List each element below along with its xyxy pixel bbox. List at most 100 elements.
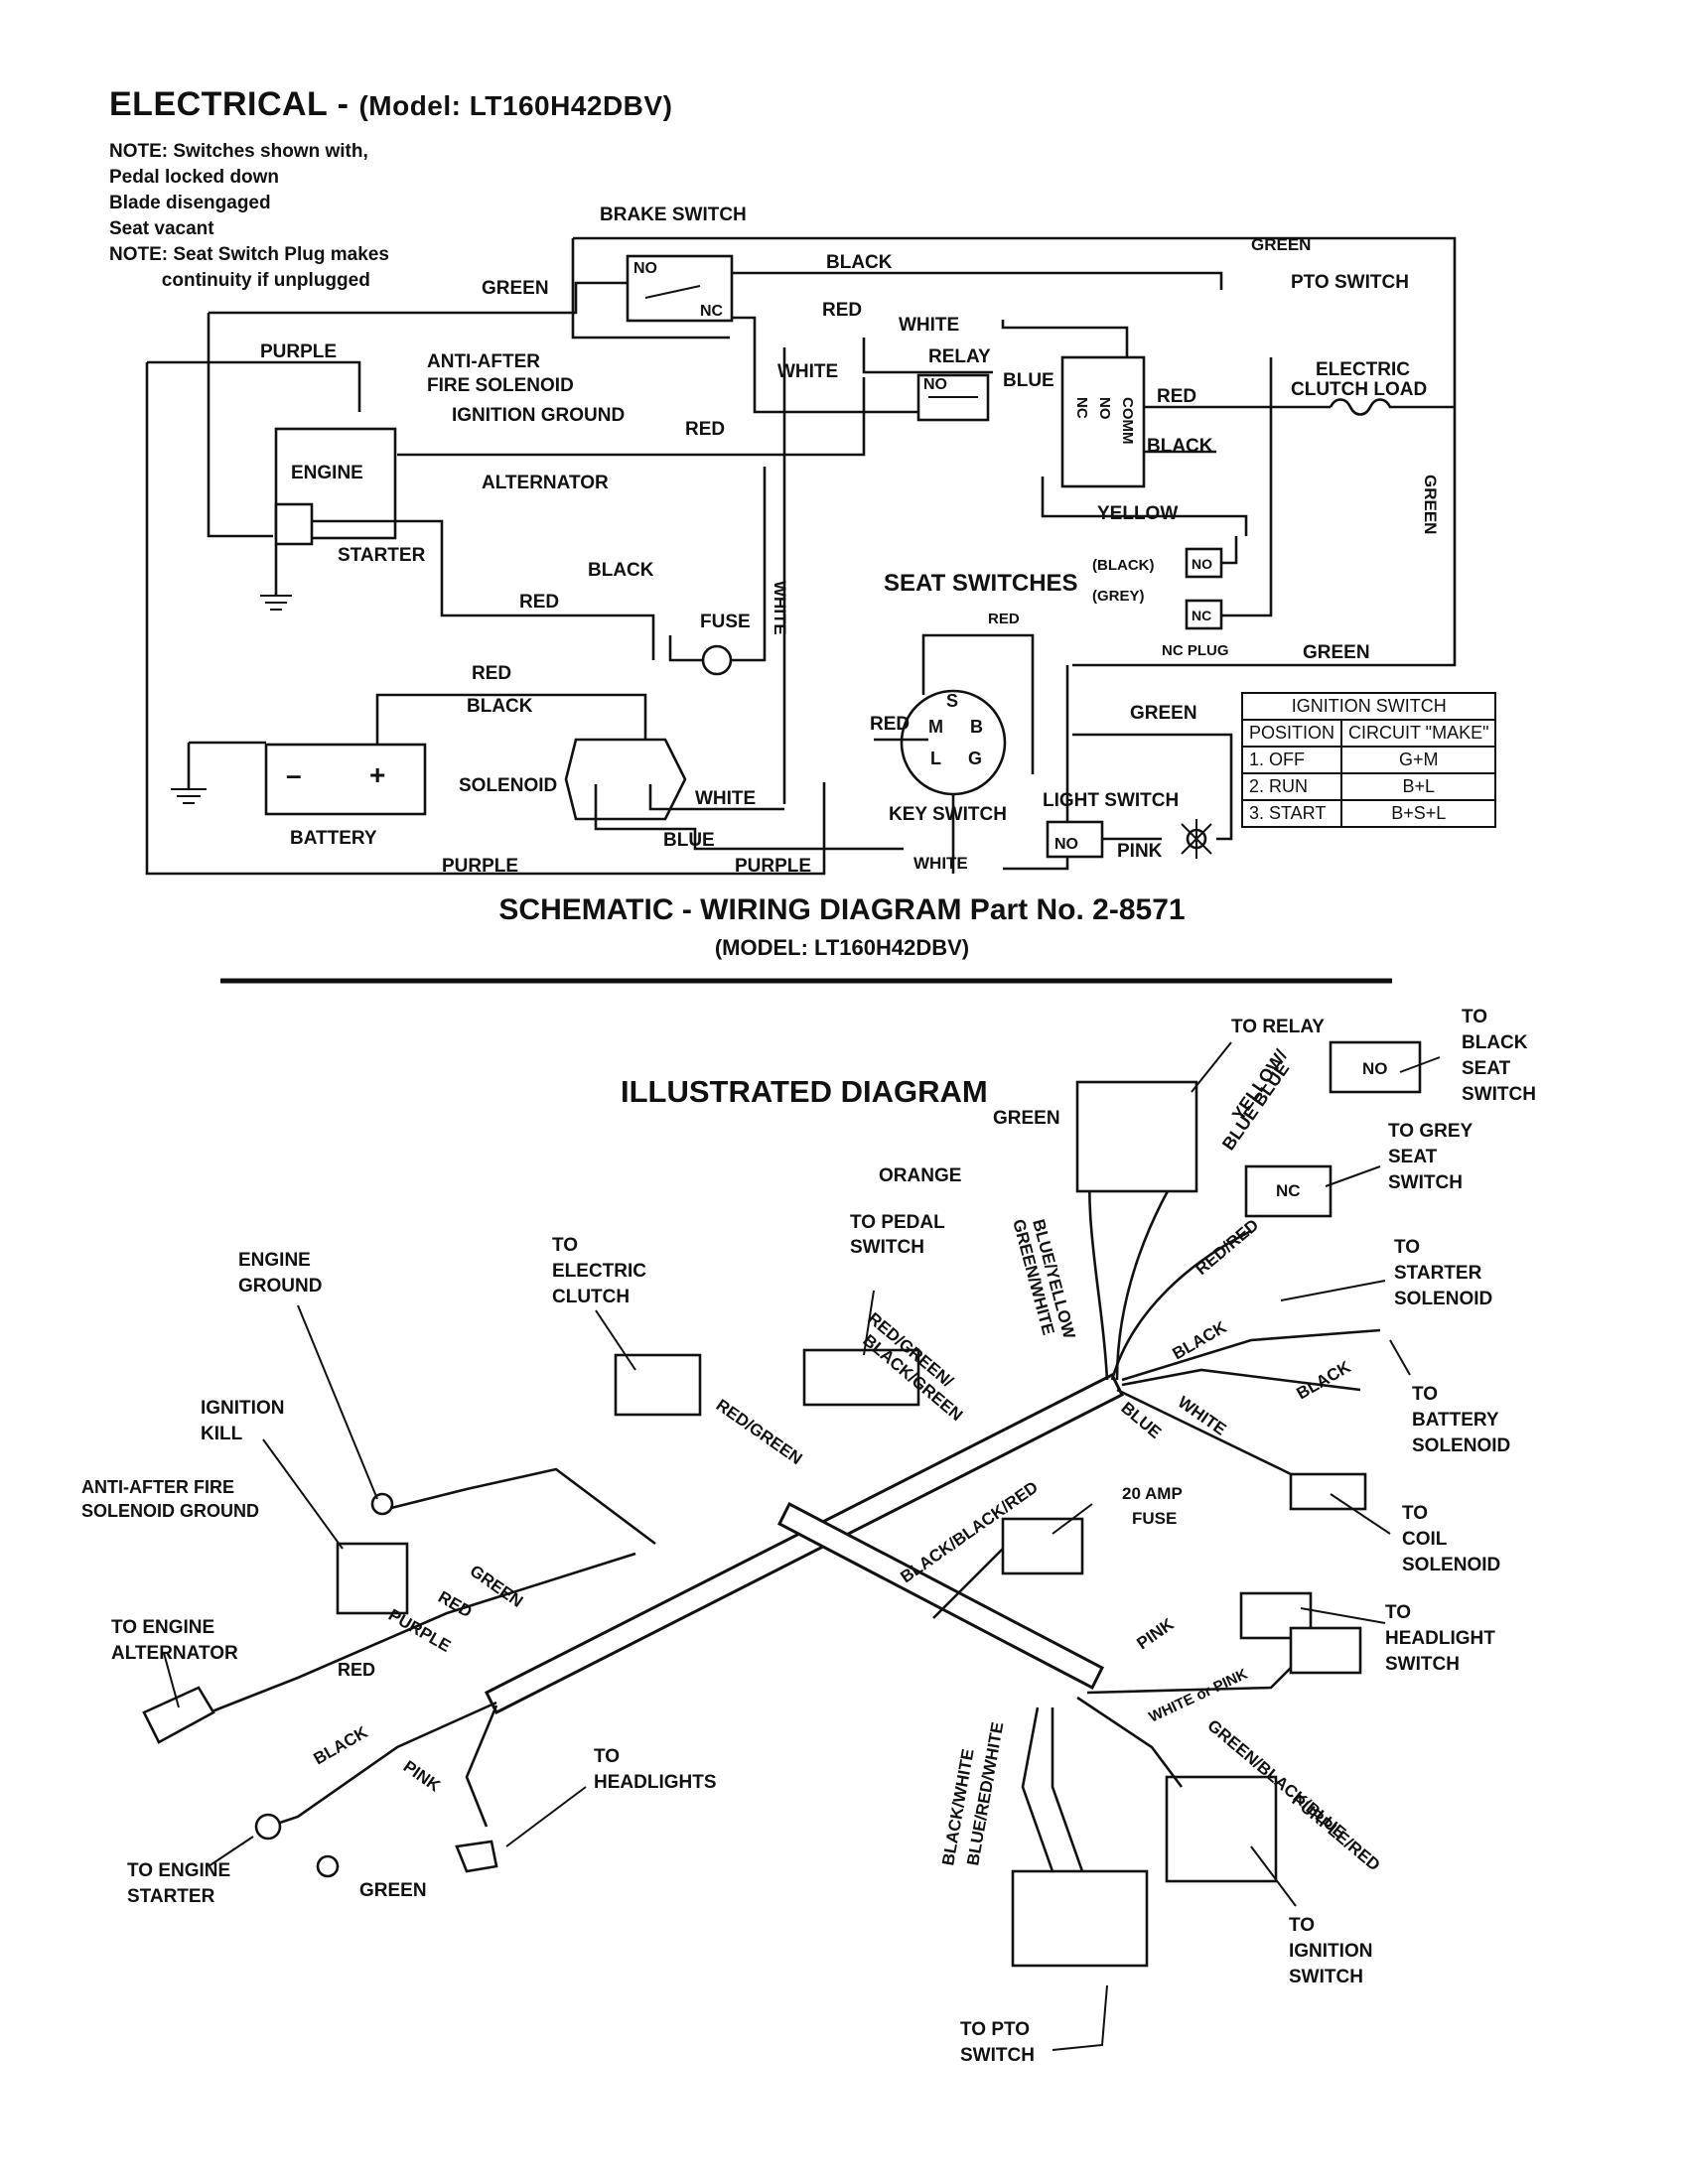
headlight-sw-connector-2 [1289, 1626, 1362, 1675]
engine-starter-box [274, 502, 314, 546]
note-line: NOTE: Switches shown with, [109, 141, 368, 162]
headlight-plug [455, 1840, 498, 1873]
label-ign-switch-1: TO [1289, 1915, 1315, 1936]
wire-label-white: WHITE [695, 788, 756, 809]
note-line: NOTE: Seat Switch Plug makes [109, 244, 389, 265]
leader-ignition-kill [262, 1438, 344, 1550]
label-elec-clutch-3: CLUTCH [552, 1287, 630, 1307]
anti-after-label-1: ANTI-AFTER [427, 351, 540, 372]
title-main: ELECTRICAL - [109, 85, 350, 123]
schematic-caption: SCHEMATIC - WIRING DIAGRAM Part No. 2-85… [498, 893, 1186, 926]
wire-label-green: GREEN [1421, 475, 1440, 534]
note-line: Blade disengaged [109, 193, 271, 213]
wire-label-purple: PURPLE [260, 341, 337, 362]
label-elec-clutch-2: ELECTRIC [552, 1261, 646, 1282]
pto-connector [1011, 1869, 1149, 1968]
label-headlight-sw-3: SWITCH [1385, 1654, 1460, 1675]
label-ign-switch-2: IGNITION [1289, 1941, 1372, 1962]
seat-nc-label: NC [1192, 608, 1211, 623]
ignition-switch-table: IGNITION SWITCH POSITION CIRCUIT "MAKE" … [1240, 692, 1497, 828]
page-title: ELECTRICAL - (Model: LT160H42DBV) [109, 85, 672, 124]
ignition-connector [1165, 1775, 1278, 1883]
label-batt-sol-2: BATTERY [1412, 1410, 1499, 1431]
table-row: 2. RUN B+L [1240, 772, 1497, 801]
label-pedal-2: SWITCH [850, 1237, 924, 1258]
leader-headlight-sw [1300, 1607, 1386, 1624]
label-purple-wire: PURPLE [385, 1605, 454, 1656]
label-elec-clutch-1: TO [552, 1235, 578, 1256]
white-wire-relay [862, 338, 993, 374]
leader-starter [208, 1836, 254, 1867]
label-batt-sol-1: TO [1412, 1384, 1438, 1405]
black-wire-right [1121, 1328, 1381, 1382]
green-wire-left [386, 1467, 656, 1546]
pto-wires-1 [1021, 1706, 1054, 1872]
label-ign-switch-3: SWITCH [1289, 1967, 1363, 1987]
wire-label-black: BLACK [1147, 436, 1213, 457]
label-white-or-pink: WHITE or PINK [1147, 1666, 1251, 1726]
purple-wire-top [147, 360, 361, 412]
ign-wires-1 [1076, 1696, 1184, 1788]
ignition-table-header: POSITION [1240, 719, 1343, 748]
note-line: continuity if unplugged [109, 270, 370, 291]
leader-headlights [505, 1786, 587, 1847]
seat-no-label: NO [1192, 556, 1212, 572]
wire-label-red: RED [1157, 386, 1196, 407]
brake-white [571, 238, 730, 340]
pedal-connector [802, 1348, 920, 1407]
harness-branch [777, 1501, 1104, 1691]
notes: NOTE: Switches shown with, Pedal locked … [109, 139, 389, 294]
label-grey-seat-3: SWITCH [1388, 1172, 1463, 1193]
wire-label-white: WHITE [771, 581, 789, 635]
blue-wire [594, 784, 904, 851]
leader-ign-switch [1250, 1845, 1297, 1907]
red-wire-brake [715, 316, 918, 414]
label-engine-starter-2: STARTER [127, 1886, 215, 1907]
wire-label-green: GREEN [1130, 703, 1197, 724]
clutch-coil [1329, 398, 1455, 416]
wire-label-black: BLACK [588, 560, 654, 581]
key-red [921, 633, 1035, 774]
title-model: (Model: LT160H42DBV) [358, 90, 673, 121]
label-starter-sol-3: SOLENOID [1394, 1289, 1492, 1309]
table-row: 3. START B+S+L [1240, 799, 1497, 828]
label-ign-kill-1: IGNITION [201, 1398, 284, 1419]
label-purple-red: PURPLE/RED [1288, 1791, 1383, 1875]
illustrated-title: ILLUSTRATED DIAGRAM [621, 1074, 988, 1109]
alternator-plug [142, 1686, 215, 1744]
wire-label-white: WHITE [913, 854, 968, 873]
label-headlight-sw-1: TO [1385, 1602, 1411, 1623]
leader-battery-sol [1389, 1339, 1411, 1376]
nc-plug-label: NC PLUG [1162, 642, 1229, 659]
label-amp-fuse-2: FUSE [1132, 1509, 1177, 1528]
wire-label-black: BLACK [826, 252, 893, 273]
label-no: NO [1362, 1059, 1388, 1078]
wire-label-red: RED [685, 419, 725, 440]
battery-label: BATTERY [290, 828, 377, 849]
label-black: BLACK [1294, 1357, 1355, 1404]
label-pedal-1: TO PEDAL [850, 1212, 945, 1233]
note-line: Pedal locked down [109, 167, 280, 188]
label-engine-starter-1: TO ENGINE [127, 1860, 230, 1881]
light-no-label: NO [1054, 836, 1078, 853]
red-wire-left [158, 1552, 636, 1734]
ground-ring [370, 1492, 394, 1516]
label-pink: PINK [1133, 1614, 1178, 1653]
label-ign-kill-2: KILL [201, 1424, 243, 1444]
starter-ring [254, 1813, 282, 1841]
illustrated-harness [142, 1040, 1441, 2051]
label-black-left: BLACK [311, 1722, 372, 1769]
ignition-table-title: IGNITION SWITCH [1240, 692, 1497, 721]
label-headlight-sw-2: HEADLIGHT [1385, 1628, 1495, 1649]
black-wire-starter [312, 519, 655, 660]
pto-switch-label: PTO SWITCH [1291, 272, 1409, 293]
label-red-alt: RED [338, 1660, 375, 1680]
wire-label-red: RED [472, 663, 511, 684]
label-engine-alt-1: TO ENGINE [111, 1617, 214, 1638]
green-wire-left [207, 313, 273, 538]
solenoid-label: SOLENOID [459, 775, 557, 796]
pto-no-label: NO [1096, 397, 1113, 420]
leader-fuse [1052, 1503, 1093, 1535]
wire-label-green: GREEN [1251, 235, 1311, 254]
